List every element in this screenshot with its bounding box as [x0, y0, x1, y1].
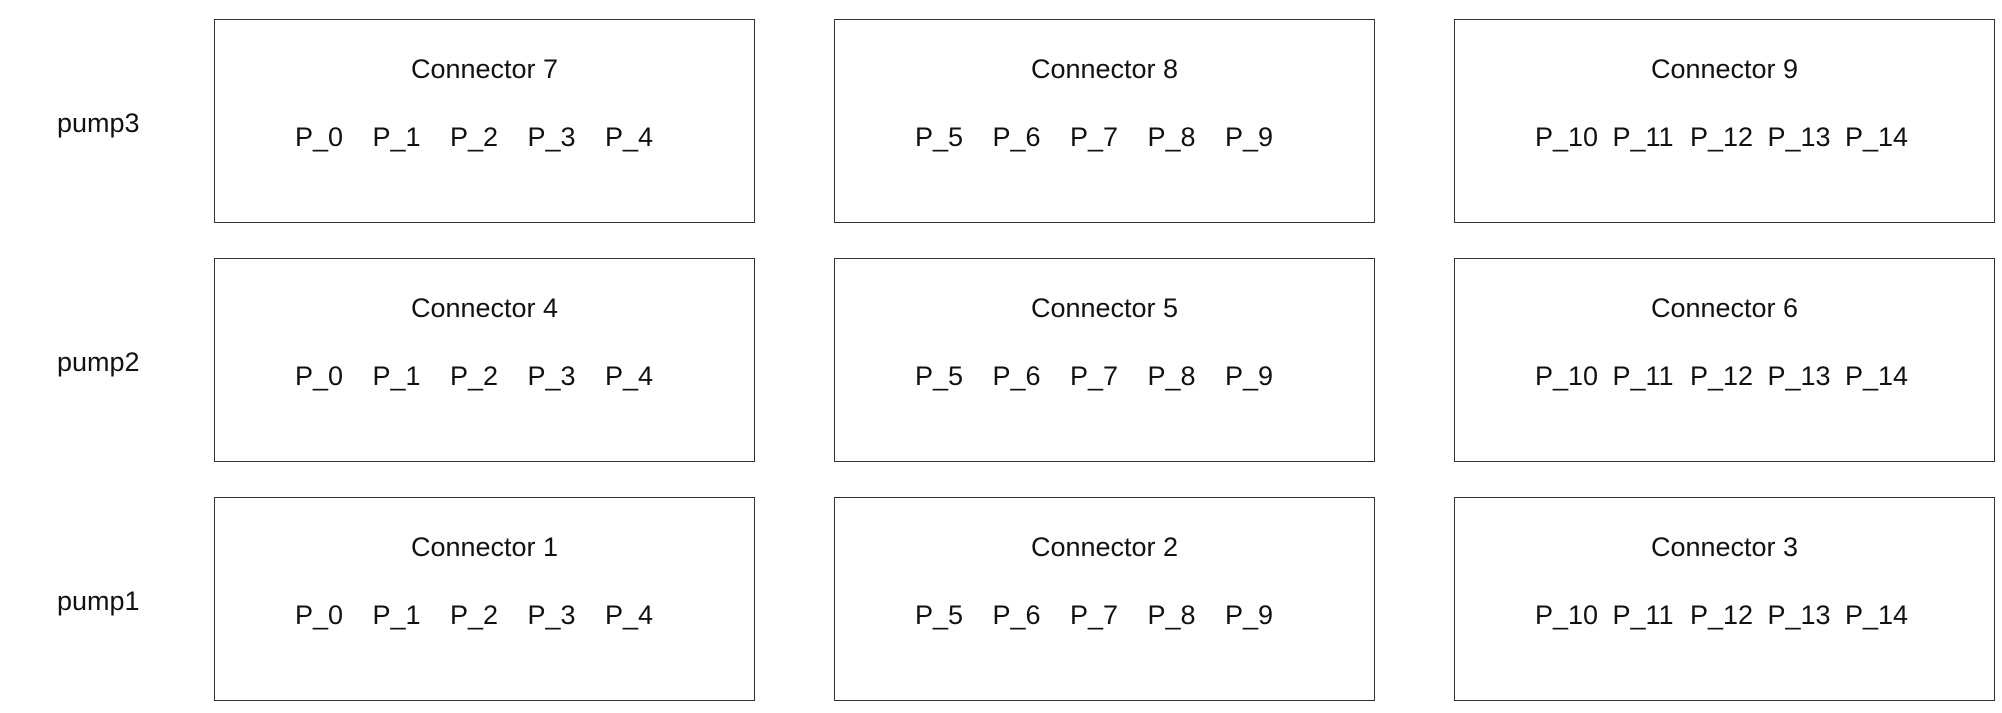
port-label: P_10 [1535, 361, 1599, 391]
port-label: P_5 [915, 361, 964, 391]
connector-title: Connector 4 [410, 293, 559, 323]
connector-title: Connector 8 [1030, 54, 1179, 84]
port-list: P_0 P_1 P_2 P_3 P_4 [295, 360, 683, 392]
port-label: P_13 [1767, 361, 1831, 391]
port-label: P_0 [295, 122, 344, 152]
pump-row: pump3 Connector 7 P_0 P_1 P_2 P_3 P_4 Co… [0, 19, 2002, 225]
port-label: P_13 [1767, 600, 1831, 630]
port-label: P_3 [527, 600, 576, 630]
port-label: P_11 [1612, 361, 1674, 391]
port-label: P_3 [527, 361, 576, 391]
port-label: P_13 [1767, 122, 1831, 152]
port-label: P_8 [1147, 122, 1196, 152]
pump-row: pump2 Connector 4 P_0 P_1 P_2 P_3 P_4 Co… [0, 258, 2002, 464]
port-label: P_5 [915, 600, 964, 630]
port-label: P_4 [605, 361, 654, 391]
port-label: P_7 [1070, 122, 1119, 152]
connector-box: Connector 6 P_10 P_11 P_12 P_13 P_14 [1454, 258, 1995, 462]
port-label: P_7 [1070, 361, 1119, 391]
connector-title: Connector 9 [1650, 54, 1799, 84]
port-list: P_0 P_1 P_2 P_3 P_4 [295, 599, 683, 631]
port-label: P_1 [372, 122, 421, 152]
port-label: P_4 [605, 600, 654, 630]
connector-box: Connector 4 P_0 P_1 P_2 P_3 P_4 [214, 258, 755, 462]
port-label: P_10 [1535, 122, 1599, 152]
port-label: P_9 [1225, 600, 1274, 630]
pump-row: pump1 Connector 1 P_0 P_1 P_2 P_3 P_4 Co… [0, 497, 2002, 703]
port-label: P_1 [372, 600, 421, 630]
port-list: P_5 P_6 P_7 P_8 P_9 [915, 599, 1303, 631]
port-label: P_1 [372, 361, 421, 391]
port-label: P_9 [1225, 122, 1274, 152]
port-label: P_11 [1612, 122, 1674, 152]
port-list: P_5 P_6 P_7 P_8 P_9 [915, 121, 1303, 153]
connector-box: Connector 8 P_5 P_6 P_7 P_8 P_9 [834, 19, 1375, 223]
port-label: P_2 [450, 361, 499, 391]
connector-title: Connector 2 [1030, 532, 1179, 562]
port-label: P_4 [605, 122, 654, 152]
connector-box: Connector 9 P_10 P_11 P_12 P_13 P_14 [1454, 19, 1995, 223]
pump-label: pump1 [57, 586, 140, 616]
port-label: P_8 [1147, 600, 1196, 630]
port-list: P_10 P_11 P_12 P_13 P_14 [1535, 599, 1923, 631]
port-label: P_12 [1690, 361, 1754, 391]
port-list: P_10 P_11 P_12 P_13 P_14 [1535, 360, 1923, 392]
port-label: P_2 [450, 122, 499, 152]
connector-title: Connector 7 [410, 54, 559, 84]
port-label: P_7 [1070, 600, 1119, 630]
port-label: P_0 [295, 361, 344, 391]
pump-label: pump2 [57, 347, 140, 377]
connector-box: Connector 2 P_5 P_6 P_7 P_8 P_9 [834, 497, 1375, 701]
connector-title: Connector 1 [410, 532, 559, 562]
port-list: P_5 P_6 P_7 P_8 P_9 [915, 360, 1303, 392]
connector-title: Connector 5 [1030, 293, 1179, 323]
port-label: P_14 [1845, 600, 1909, 630]
port-label: P_0 [295, 600, 344, 630]
port-label: P_6 [992, 122, 1041, 152]
connector-title: Connector 3 [1650, 532, 1799, 562]
port-label: P_2 [450, 600, 499, 630]
port-label: P_8 [1147, 361, 1196, 391]
port-label: P_3 [527, 122, 576, 152]
port-label: P_10 [1535, 600, 1599, 630]
port-label: P_11 [1612, 600, 1674, 630]
port-label: P_6 [992, 361, 1041, 391]
port-label: P_14 [1845, 361, 1909, 391]
connector-box: Connector 7 P_0 P_1 P_2 P_3 P_4 [214, 19, 755, 223]
port-list: P_0 P_1 P_2 P_3 P_4 [295, 121, 683, 153]
connector-box: Connector 5 P_5 P_6 P_7 P_8 P_9 [834, 258, 1375, 462]
port-label: P_9 [1225, 361, 1274, 391]
pump-label: pump3 [57, 108, 140, 138]
connector-box: Connector 1 P_0 P_1 P_2 P_3 P_4 [214, 497, 755, 701]
port-label: P_5 [915, 122, 964, 152]
port-label: P_12 [1690, 600, 1754, 630]
connector-box: Connector 3 P_10 P_11 P_12 P_13 P_14 [1454, 497, 1995, 701]
port-label: P_14 [1845, 122, 1909, 152]
connector-title: Connector 6 [1650, 293, 1799, 323]
port-label: P_6 [992, 600, 1041, 630]
port-label: P_12 [1690, 122, 1754, 152]
port-list: P_10 P_11 P_12 P_13 P_14 [1535, 121, 1923, 153]
